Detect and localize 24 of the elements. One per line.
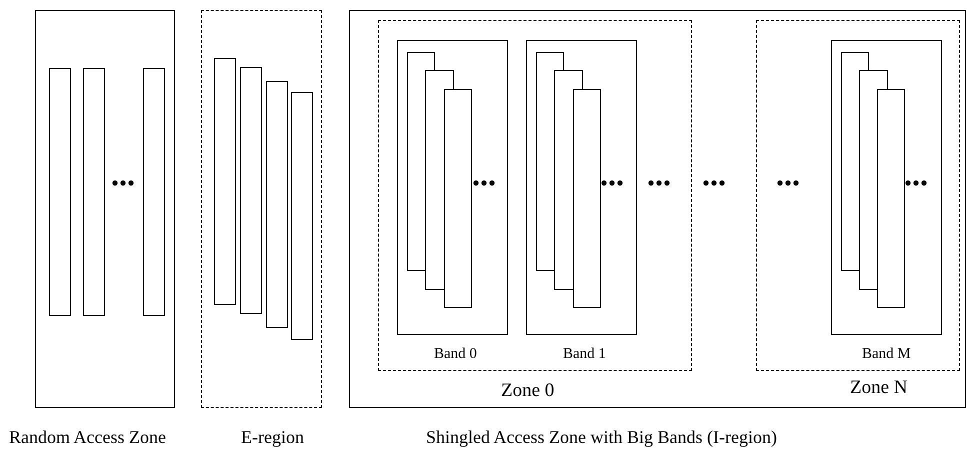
zone-label: Band M <box>862 347 911 362</box>
zone-label: Shingled Access Zone with Big Bands (I-region) <box>426 428 777 446</box>
track-bar <box>444 89 472 308</box>
track-bar <box>859 70 877 290</box>
track-bar <box>573 89 601 308</box>
track-bar <box>49 68 71 316</box>
track-bar <box>291 92 313 340</box>
zone-label: Zone N <box>850 378 908 397</box>
track-bar <box>877 89 905 308</box>
track-bar <box>266 81 288 328</box>
zone-label: E-region <box>241 428 304 446</box>
track-bar <box>214 58 236 305</box>
zone-label: Band 1 <box>563 347 606 362</box>
track-bar <box>841 52 859 271</box>
track-bar <box>554 70 573 290</box>
track-bar <box>536 52 554 271</box>
track-bar <box>83 68 105 316</box>
zone-label: Random Access Zone <box>9 428 166 446</box>
zone-label: Band 0 <box>434 347 477 362</box>
zone-label: Zone 0 <box>501 381 554 400</box>
track-bar <box>407 52 425 271</box>
track-bar <box>143 68 165 316</box>
track-bar <box>240 67 262 314</box>
track-bar <box>425 70 444 290</box>
